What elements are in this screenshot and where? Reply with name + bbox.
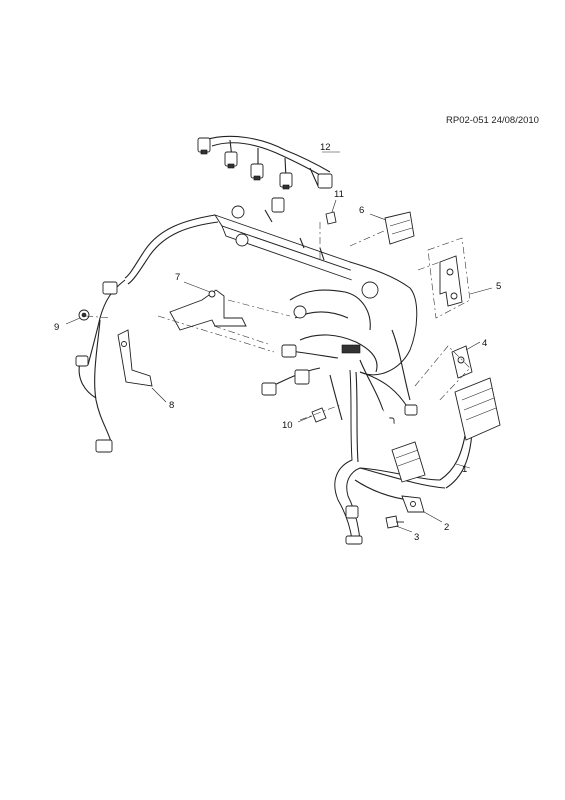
leader-line-5	[469, 287, 493, 295]
leader-line-7	[183, 281, 211, 293]
clip-part-9	[78, 309, 90, 321]
leader-line-4	[465, 341, 481, 351]
bolt-part-3	[385, 515, 404, 529]
leader-line-2	[423, 511, 443, 523]
fuel-rail-assembly	[213, 197, 358, 281]
bracket-part-5	[439, 255, 463, 307]
clip-part-6	[384, 211, 415, 245]
engine-harness-main	[75, 214, 219, 453]
callout-numbers: 1 2 3 4 5 6 7 8 9 10 11 12	[54, 142, 501, 543]
bracket-part-2	[401, 495, 425, 513]
bracket-part-7	[169, 289, 247, 331]
bracket-part-8	[117, 329, 153, 387]
leader-line-3	[395, 525, 413, 533]
callout-9: 9	[54, 322, 59, 333]
leader-line-11	[331, 199, 337, 213]
callout-2: 2	[444, 522, 449, 533]
bolt-part-11	[325, 211, 337, 225]
nut-part-10	[311, 407, 327, 423]
injector-harness-part-12	[197, 135, 333, 190]
callout-10: 10	[282, 420, 293, 431]
callout-5: 5	[496, 281, 501, 292]
callout-leaders	[65, 199, 493, 533]
bracket-part-4	[451, 345, 473, 379]
leader-line-1	[455, 463, 471, 469]
drawing-reference-code: RP02-051 24/08/2010	[446, 115, 539, 126]
callout-3: 3	[414, 532, 419, 543]
callout-6: 6	[359, 205, 364, 216]
leader-line-6	[369, 213, 387, 221]
engine-harness-part-1	[334, 369, 501, 545]
leader-line-9	[65, 317, 81, 325]
callout-11: 11	[334, 189, 344, 200]
leader-line-10	[297, 415, 313, 423]
leader-line-8	[151, 387, 167, 403]
callout-4: 4	[482, 338, 487, 349]
callout-12: 12	[320, 142, 331, 153]
callout-8: 8	[169, 400, 174, 411]
central-harness-bundle	[261, 261, 418, 429]
callout-1: 1	[462, 464, 467, 475]
callout-7: 7	[175, 272, 180, 283]
reference-lines	[85, 222, 471, 421]
